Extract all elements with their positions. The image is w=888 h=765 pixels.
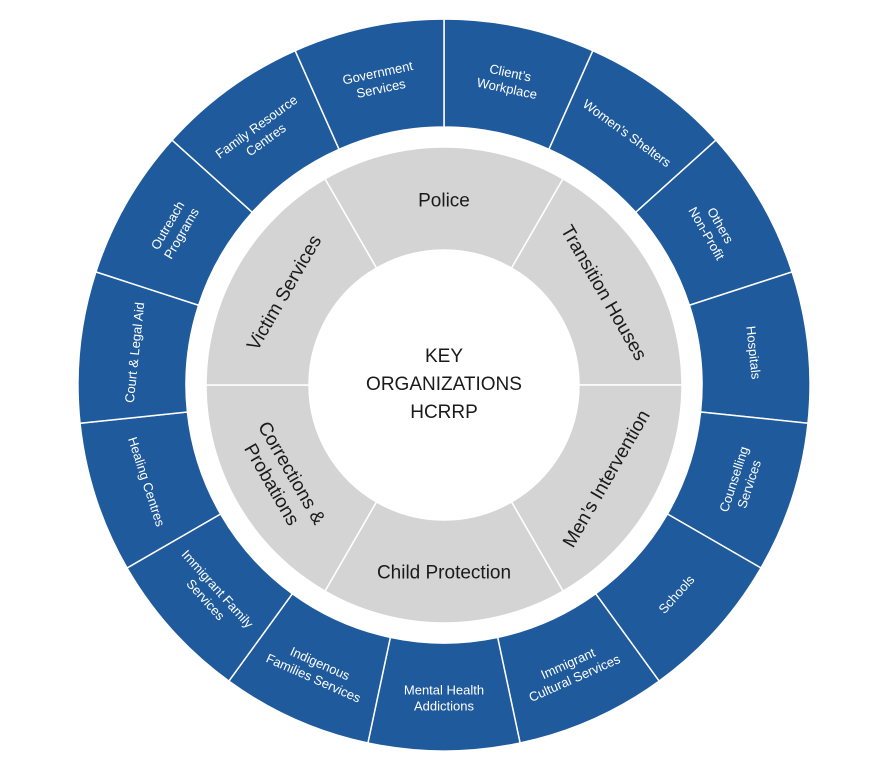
inner-segment-child-protection-label: Child Protection: [377, 563, 511, 584]
inner-segment-victim-services: Victim Services: [205, 177, 378, 386]
outer-segment-others-non-profit: OthersNon-Profit: [634, 139, 794, 307]
outer-segment-government-services: GovernmentServices: [294, 18, 445, 151]
outer-segment-hospitals-label-line: Hospitals: [743, 325, 764, 380]
center-title-line-2: ORGANIZATIONS: [366, 374, 522, 395]
inner-segment-police-label-line: Police: [418, 191, 470, 212]
outer-segment-counselling-services: CounsellingServices: [666, 411, 809, 570]
outer-segment-government-services-shape: [294, 18, 445, 151]
inner-segment-corrections-probations: Corrections &Probations: [205, 384, 378, 593]
outer-segment-women-s-shelters: Women’s Shelters: [547, 49, 718, 214]
outer-segment-immigrant-family-services: Immigrant FamilyServices: [126, 512, 294, 683]
outer-segment-hospitals-label: Hospitals: [743, 325, 764, 380]
outer-segment-indigenous-families-services: IndigenousFamilies Services: [227, 592, 392, 744]
outer-segment-court-legal-aid: Court & Legal Aid: [77, 270, 200, 425]
outer-segment-immigrant-cultural-services: ImmigrantCultural Services: [496, 592, 661, 744]
center-title-line-1: KEY: [425, 346, 463, 367]
outer-segment-mental-health-addictions-label-line: Addictions: [414, 698, 474, 713]
inner-segment-police-label: Police: [418, 191, 470, 212]
outer-segment-mental-health-addictions-label-line: Mental Health: [404, 682, 484, 697]
center-title-line-3: HCRRP: [410, 402, 478, 423]
inner-segment-child-protection: Child Protection: [323, 500, 565, 624]
outer-segment-schools: Schools: [594, 512, 762, 683]
center-hub: KEY ORGANIZATIONS HCRRP: [309, 250, 579, 520]
inner-segment-child-protection-label-line: Child Protection: [377, 563, 511, 584]
inner-segment-transition-houses: Transition Houses: [510, 177, 683, 386]
center-circle: [309, 250, 579, 520]
